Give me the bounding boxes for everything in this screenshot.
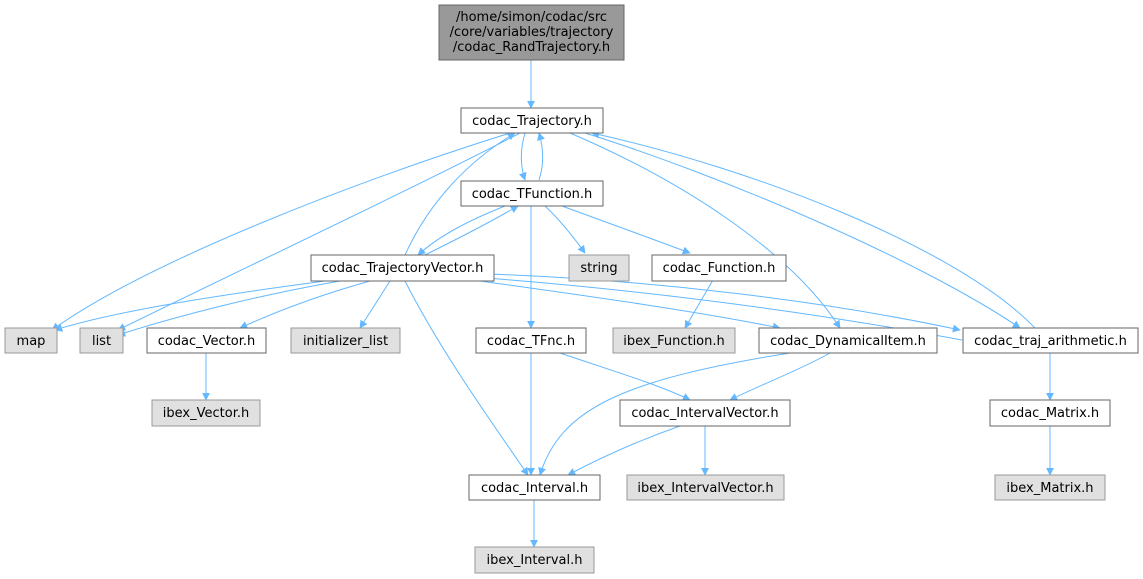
edge-trajectory-to-map (51, 132, 511, 331)
node-string[interactable]: string (568, 254, 630, 282)
root-node-box (438, 4, 625, 61)
node-matrix[interactable]: codac_Matrix.h (989, 399, 1111, 427)
node-interval-label: codac_Interval.h (481, 481, 588, 496)
node-list[interactable]: list (79, 327, 124, 354)
node-string-label: string (580, 261, 617, 276)
node-map[interactable]: map (4, 327, 58, 354)
node-vector-label: codac_Vector.h (158, 334, 256, 349)
node-ibex-interval-vector-label: ibex_IntervalVector.h (637, 481, 773, 496)
node-interval-vector[interactable]: codac_IntervalVector.h (619, 399, 791, 427)
node-trajectory-vector-label: codac_TrajectoryVector.h (322, 261, 484, 276)
root-path-line-3: /codac_RandTrajectory.h (453, 40, 610, 55)
edge-trajectoryvector-to-initializerlist (359, 280, 391, 329)
node-dynamical-item[interactable]: codac_DynamicalItem.h (758, 327, 938, 354)
node-interval-vector-label: codac_IntervalVector.h (631, 406, 778, 421)
node-ibex-interval-vector[interactable]: ibex_IntervalVector.h (626, 474, 785, 501)
node-trajectory-label: codac_Trajectory.h (472, 114, 592, 129)
node-trajectory[interactable]: codac_Trajectory.h (460, 107, 604, 134)
node-tfunction-label: codac_TFunction.h (472, 187, 593, 202)
node-list-label: list (92, 334, 111, 349)
edge-trajectoryvector-to-map (54, 280, 326, 332)
node-ibex-interval[interactable]: ibex_Interval.h (474, 546, 595, 574)
root-path-line-2: /core/variables/trajectory (450, 25, 614, 40)
root-node[interactable]: /home/simon/codac/src /core/variables/tr… (438, 4, 625, 61)
edge-trajectory-to-dynamicalitem (569, 132, 841, 329)
root-path-line-1: /home/simon/codac/src (456, 10, 607, 25)
node-ibex-vector[interactable]: ibex_Vector.h (151, 399, 261, 427)
edges (51, 60, 1054, 548)
node-dynamical-item-label: codac_DynamicalItem.h (770, 334, 926, 349)
edge-dynamicalitem-to-interval (538, 352, 791, 476)
node-tfnc[interactable]: codac_TFnc.h (475, 327, 587, 354)
edge-intervalvector-to-interval (567, 425, 681, 476)
node-function-label: codac_Function.h (663, 261, 776, 276)
node-function[interactable]: codac_Function.h (651, 254, 787, 282)
edge-trajectoryvector-to-vector (239, 280, 371, 329)
node-initializer-list-label: initializer_list (303, 334, 388, 349)
node-tfnc-label: codac_TFnc.h (487, 334, 575, 349)
node-ibex-matrix[interactable]: ibex_Matrix.h (994, 474, 1106, 501)
node-interval[interactable]: codac_Interval.h (468, 474, 601, 501)
edge-tfunction-to-function (561, 205, 691, 255)
node-map-label: map (17, 334, 46, 349)
node-trajectory-vector[interactable]: codac_TrajectoryVector.h (310, 254, 495, 282)
node-ibex-function[interactable]: ibex_Function.h (612, 327, 736, 354)
edge-trajectoryvector-to-tfunction (424, 205, 519, 256)
edge-trajectory-to-list (117, 132, 521, 331)
edge-trajectoryvector-to-trajarithmetic (487, 273, 961, 333)
edge-trajarithmetic-to-trajectory (591, 130, 1036, 329)
node-initializer-list[interactable]: initializer_list (290, 327, 401, 354)
edge-tfunction-to-string (544, 205, 586, 254)
node-ibex-matrix-label: ibex_Matrix.h (1006, 481, 1093, 496)
edge-tfunction-to-trajectoryvector (417, 205, 506, 256)
edge-trajectoryvector-to-list (117, 280, 341, 337)
edge-trajectoryvector-to-dynamicalitem (479, 280, 781, 331)
node-ibex-function-label: ibex_Function.h (623, 334, 725, 349)
node-traj-arithmetic-label: codac_traj_arithmetic.h (974, 334, 1127, 349)
edge-trajectory-to-tfunction (518, 132, 527, 181)
edge-trajectoryvector-to-interval (404, 280, 529, 476)
edge-tfunction-to-trajectory (537, 132, 545, 181)
edge-trajectory-to-trajarithmetic (584, 132, 1021, 329)
node-traj-arithmetic[interactable]: codac_traj_arithmetic.h (962, 327, 1139, 354)
node-matrix-label: codac_Matrix.h (1001, 406, 1099, 421)
edge-function-to-ibexfunction (684, 279, 714, 329)
node-vector[interactable]: codac_Vector.h (146, 327, 267, 354)
node-ibex-vector-label: ibex_Vector.h (163, 406, 249, 421)
node-ibex-interval-label: ibex_Interval.h (487, 553, 583, 568)
edge-trajectoryvector-to-trajectory (404, 132, 516, 256)
edge-dynamicalitem-to-intervalvector (729, 352, 831, 401)
edge-tfnc-to-intervalvector (559, 352, 691, 401)
node-tfunction[interactable]: codac_TFunction.h (460, 180, 604, 207)
